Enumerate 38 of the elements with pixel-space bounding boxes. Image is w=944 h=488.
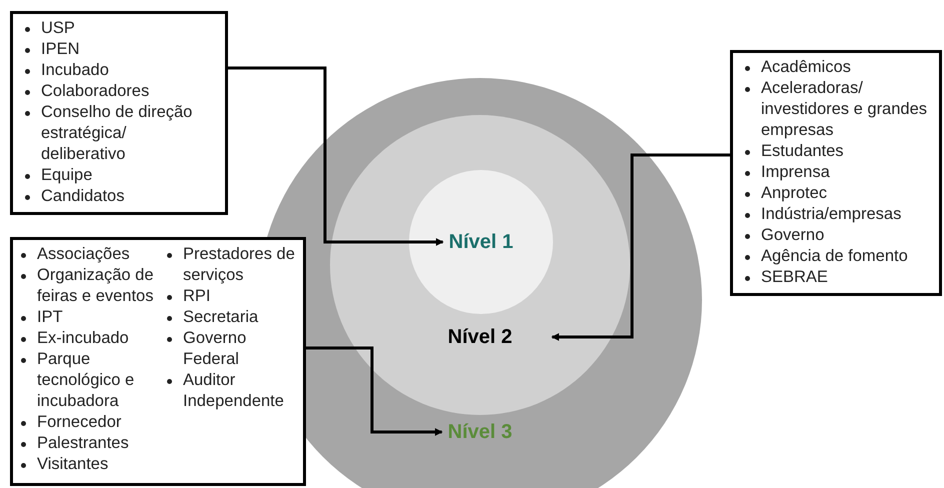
- list-box: [730, 50, 942, 296]
- list-item: Acadêmicos: [761, 58, 851, 76]
- list-item: Visitantes: [37, 455, 108, 473]
- list-item: Colaboradores: [41, 82, 150, 100]
- list-item: IPEN: [41, 40, 80, 58]
- arrow: [306, 346, 443, 436]
- list-item: Candidatos: [41, 187, 124, 205]
- list-item: Estudantes: [761, 142, 844, 160]
- list-item: Agência de fomento: [761, 247, 908, 265]
- list-item: Aceleradoras/ investidores e grandes empresas: [761, 79, 928, 139]
- list-box: [10, 11, 228, 215]
- level-label: Nível 2: [448, 325, 512, 349]
- arrow: [228, 66, 444, 246]
- list-item: USP: [41, 19, 75, 37]
- list-item: Conselho de direção estratégica/ deliberativo: [41, 103, 192, 163]
- list-item: Incubado: [41, 61, 109, 79]
- level-label: Nível 1: [448, 230, 514, 254]
- list-item: SEBRAE: [761, 268, 828, 286]
- list-item: Palestrantes: [37, 434, 129, 452]
- list-item: Organização de feiras e eventos: [37, 266, 154, 305]
- list-item: Parque tecnológico e incubadora: [37, 350, 134, 410]
- list-item: Fornecedor: [37, 413, 122, 431]
- list-item: Governo Federal: [183, 329, 246, 368]
- list-item: Equipe: [41, 166, 92, 184]
- list-item: Associações: [37, 245, 130, 263]
- level-label: Nível 3: [448, 420, 512, 444]
- list-item: Indústria/empresas: [761, 205, 902, 223]
- arrow: [551, 154, 730, 341]
- list-box: [10, 237, 306, 486]
- list-item: Imprensa: [761, 163, 830, 181]
- list-item: Ex-incubado: [37, 329, 129, 347]
- list-item: Anprotec: [761, 184, 828, 202]
- list-item: Governo: [761, 226, 824, 244]
- list-item: Secretaria: [183, 308, 258, 326]
- list-item: RPI: [183, 287, 211, 305]
- list-item: Auditor Independente: [183, 371, 284, 410]
- list-item: Prestadores de serviços: [183, 245, 295, 284]
- list-item: IPT: [37, 308, 63, 326]
